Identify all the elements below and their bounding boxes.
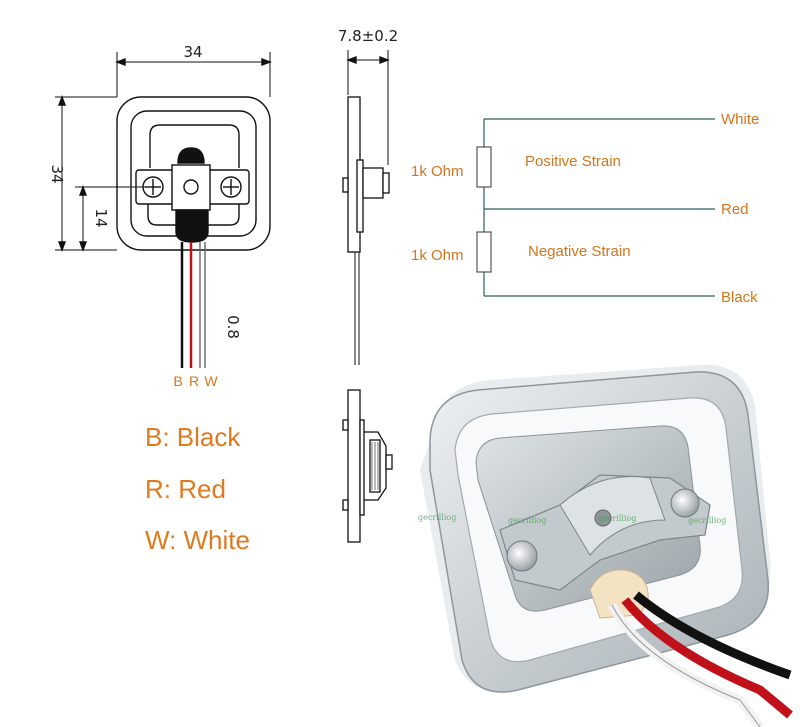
wire-label-b: B bbox=[173, 373, 182, 389]
wire-label-w: W bbox=[204, 373, 218, 389]
dim-thickness-label: 7.8±0.2 bbox=[338, 27, 398, 45]
dim-wire-label: 0.8 bbox=[224, 315, 242, 339]
dim-height-label: 34 bbox=[48, 164, 66, 183]
legend-red: R: Red bbox=[145, 474, 226, 504]
bottom-view-drawing bbox=[342, 389, 393, 543]
wire-label-r: R bbox=[189, 373, 199, 389]
watermark-1: gecrilliog bbox=[418, 513, 456, 522]
legend-black: B: Black bbox=[145, 422, 241, 452]
dim-inner-label: 14 bbox=[92, 208, 110, 227]
watermark-2: gecrilliog bbox=[508, 516, 546, 525]
white-wire-label: White bbox=[721, 111, 759, 128]
resistor-bottom-label: 1k Ohm bbox=[411, 247, 464, 264]
wire-leads bbox=[180, 242, 206, 368]
top-view-drawing bbox=[55, 52, 272, 252]
screw-left bbox=[506, 540, 538, 572]
black-wire-label: Black bbox=[721, 289, 758, 306]
strain-circuit bbox=[476, 118, 715, 297]
negative-strain-label: Negative Strain bbox=[528, 243, 631, 260]
watermark-4: gecrilliog bbox=[688, 516, 726, 525]
resistor-bottom bbox=[476, 231, 492, 273]
side-view-drawing bbox=[342, 50, 390, 365]
load-cell-photo: gecrilliog gecrilliog gecrilliog gecrill… bbox=[418, 364, 793, 727]
legend-white: W: White bbox=[145, 525, 250, 555]
dim-width-label: 34 bbox=[183, 43, 202, 61]
watermark-3: gecrilliog bbox=[598, 514, 636, 523]
positive-strain-label: Positive Strain bbox=[525, 153, 621, 170]
red-wire-label: Red bbox=[721, 201, 749, 218]
screw-right bbox=[670, 488, 700, 518]
resistor-top bbox=[476, 146, 492, 188]
resistor-top-label: 1k Ohm bbox=[411, 163, 464, 180]
